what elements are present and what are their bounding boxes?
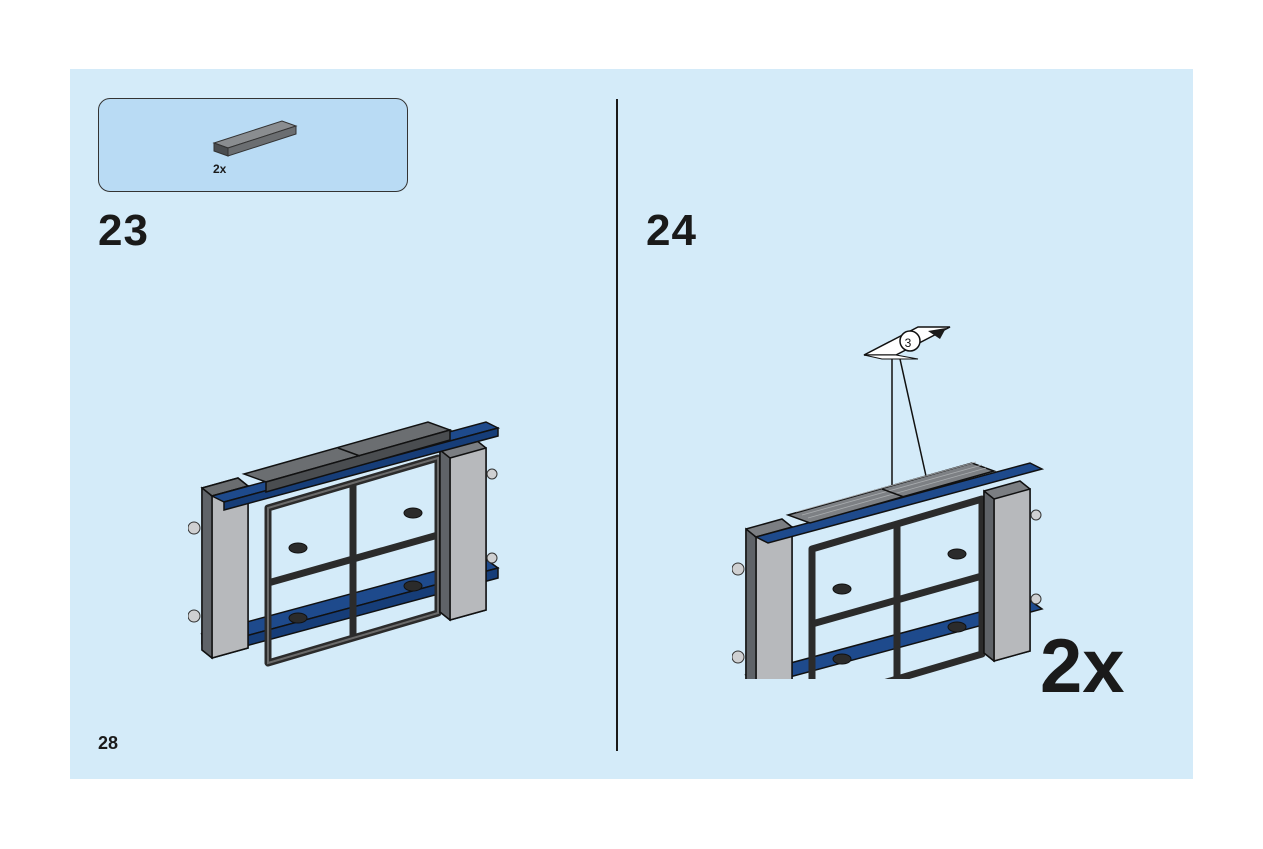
parts-callout: 2x xyxy=(98,98,408,192)
instruction-page: 2x 23 24 xyxy=(70,69,1193,779)
window-frame-model-step-24: 3 xyxy=(732,326,1045,679)
sticker-number: 3 xyxy=(905,336,912,350)
frame-assembly xyxy=(188,421,501,667)
step-number-23: 23 xyxy=(98,206,149,255)
sticker-callout xyxy=(863,326,951,491)
window-frame-model-step-23 xyxy=(188,421,501,667)
build-multiplier: 2x xyxy=(1040,624,1125,709)
tile-1x4-icon xyxy=(212,120,298,157)
frame-assembly: 3 xyxy=(732,326,1045,679)
gray-tile-part xyxy=(212,120,298,157)
step-divider xyxy=(616,99,618,751)
step-number-24: 24 xyxy=(646,206,697,255)
page-number: 28 xyxy=(98,733,119,753)
part-quantity: 2x xyxy=(213,162,227,176)
